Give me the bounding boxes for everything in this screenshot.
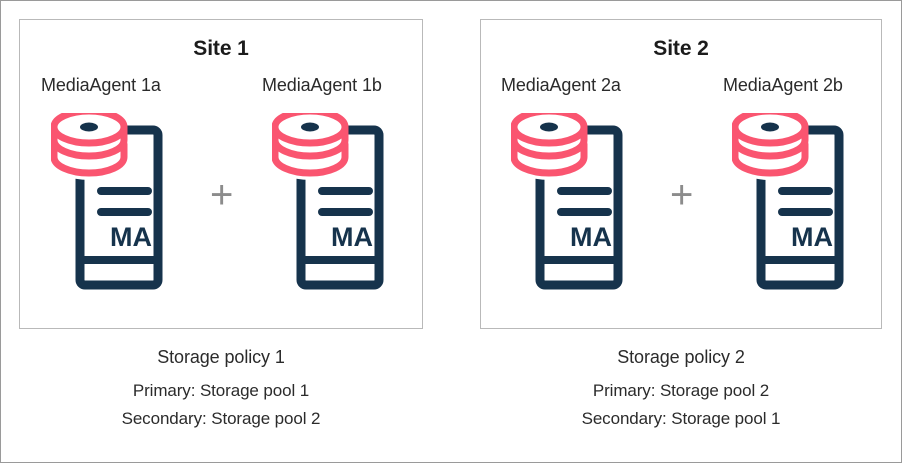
disk-stack xyxy=(272,113,349,180)
server-ma-text: MA xyxy=(331,222,373,252)
disk-center-dot xyxy=(761,122,779,132)
site-2-title: Site 2 xyxy=(653,37,709,60)
storage-policy-1-caption: Storage policy 1 Primary: Storage pool 1… xyxy=(19,347,423,437)
agent-label-1b: MediaAgent 1b xyxy=(262,75,382,95)
mediaagent-2b-icon: MA xyxy=(732,113,844,293)
agent-label-2b: MediaAgent 2b xyxy=(723,75,843,95)
storage-policy-2-primary: Primary: Storage pool 2 xyxy=(592,381,770,400)
storage-policy-2-caption: Storage policy 2 Primary: Storage pool 2… xyxy=(480,347,882,437)
agent-label-2a: MediaAgent 2a xyxy=(501,75,621,95)
server-ma-text: MA xyxy=(110,222,152,252)
disk-stack xyxy=(51,113,128,180)
plus-icon-site-2: + xyxy=(670,173,694,217)
server-ma-text: MA xyxy=(570,222,612,252)
disk-stack xyxy=(732,113,809,180)
mediaagent-1a-icon: MA xyxy=(51,113,163,293)
storage-policy-2-title: Storage policy 2 xyxy=(617,347,745,367)
storage-policy-1-secondary: Secondary: Storage pool 2 xyxy=(121,409,321,428)
server-ma-text: MA xyxy=(791,222,833,252)
storage-policy-1-title: Storage policy 1 xyxy=(157,347,285,367)
disk-center-dot xyxy=(301,122,319,132)
storage-policy-2-secondary: Secondary: Storage pool 1 xyxy=(581,409,781,428)
plus-icon-site-1: + xyxy=(210,173,234,217)
disk-center-dot xyxy=(540,122,558,132)
agent-label-1a: MediaAgent 1a xyxy=(41,75,161,95)
mediaagent-2a-icon: MA xyxy=(511,113,623,293)
disk-center-dot xyxy=(80,122,98,132)
disk-stack xyxy=(511,113,588,180)
site-1-title: Site 1 xyxy=(193,37,249,60)
mediaagent-1b-icon: MA xyxy=(272,113,384,293)
storage-policy-1-primary: Primary: Storage pool 1 xyxy=(132,381,310,400)
